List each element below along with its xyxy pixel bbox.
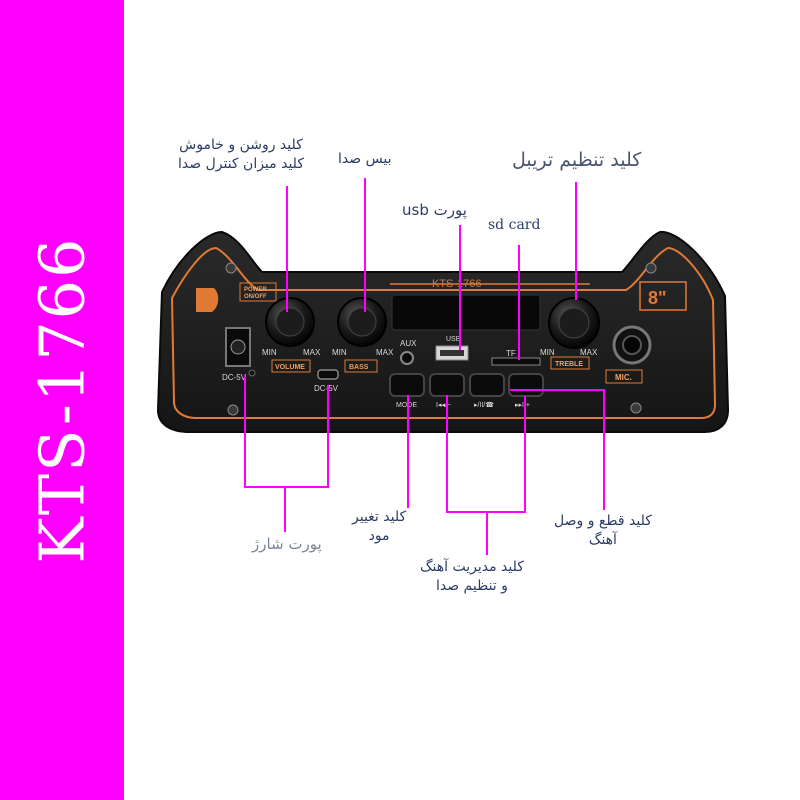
next-label: ▸▸I/+ [515, 402, 530, 409]
screw [645, 262, 657, 274]
mode-button[interactable] [389, 373, 425, 397]
volume-name: VOLUME [275, 364, 305, 371]
panel-trim [170, 246, 717, 419]
bass-min: MIN [332, 348, 347, 357]
callout-treble: کلید تنظیم تریبل [512, 149, 642, 171]
mode-label: MODE [396, 402, 417, 409]
treble-min: MIN [540, 348, 555, 357]
power-label-box [239, 282, 277, 302]
screw [227, 404, 239, 416]
play-pause-button[interactable] [469, 373, 505, 397]
panel-model: KTS-1766 [432, 278, 482, 290]
callout-power-volume: کلید روشن و خاموش کلید میزان کنترل صدا [178, 137, 304, 172]
treble-max: MAX [580, 348, 598, 357]
callout-charge-port: پورت شارژ [252, 535, 322, 553]
knob-cap [275, 307, 305, 337]
treble-name: TREBLE [555, 361, 583, 368]
callout-lines [244, 178, 605, 555]
micro-usb-port[interactable] [317, 369, 339, 380]
bass-max: MAX [376, 348, 394, 357]
tf-slot[interactable] [491, 357, 541, 366]
knob-cap [347, 307, 377, 337]
treble-tag [550, 356, 590, 370]
bass-name: BASS [349, 364, 369, 371]
callout-bass: بیس صدا [338, 151, 392, 167]
product-sidebar: KTS-1766 [0, 0, 124, 800]
volume-max: MAX [303, 348, 321, 357]
size-label: 8" [648, 288, 667, 308]
volume-tag [271, 359, 311, 373]
dc-left-label: DC-5V [222, 373, 247, 382]
callout-sd-card: sd card [488, 217, 541, 233]
prev-button[interactable] [429, 373, 465, 397]
dc-jack-hole [230, 339, 246, 355]
dc-micro-label: DC-5V [314, 384, 339, 393]
callout-mode: کلید تغییر مود [352, 509, 407, 544]
led-display [391, 294, 541, 331]
indicator-led [248, 369, 256, 377]
next-button[interactable] [508, 373, 544, 397]
size-box [639, 281, 687, 311]
mic-tag [605, 369, 643, 384]
brand-logo [196, 288, 219, 312]
callout-pause: کلید قطع و وصل آهنگ [554, 513, 652, 548]
tf-label: TF [506, 349, 516, 358]
prev-label: I◂◂/− [436, 402, 451, 409]
callout-track-volume: کلید مدیریت آهنگ و تنظیم صدا [420, 559, 524, 594]
callout-usb: پورت usb [402, 201, 467, 219]
screw [225, 262, 237, 274]
bass-tag [344, 359, 378, 373]
mic-name: MIC. [615, 373, 632, 382]
volume-min: MIN [262, 348, 277, 357]
play-label: ▸/II/☎ [474, 401, 494, 409]
screw [630, 402, 642, 414]
usb-port-inner [440, 350, 464, 356]
aux-jack[interactable] [400, 351, 414, 365]
knob-cap [558, 307, 590, 339]
usb-label: USB [446, 336, 461, 343]
mic-jack-inner [622, 335, 642, 355]
aux-label: AUX [400, 339, 417, 348]
